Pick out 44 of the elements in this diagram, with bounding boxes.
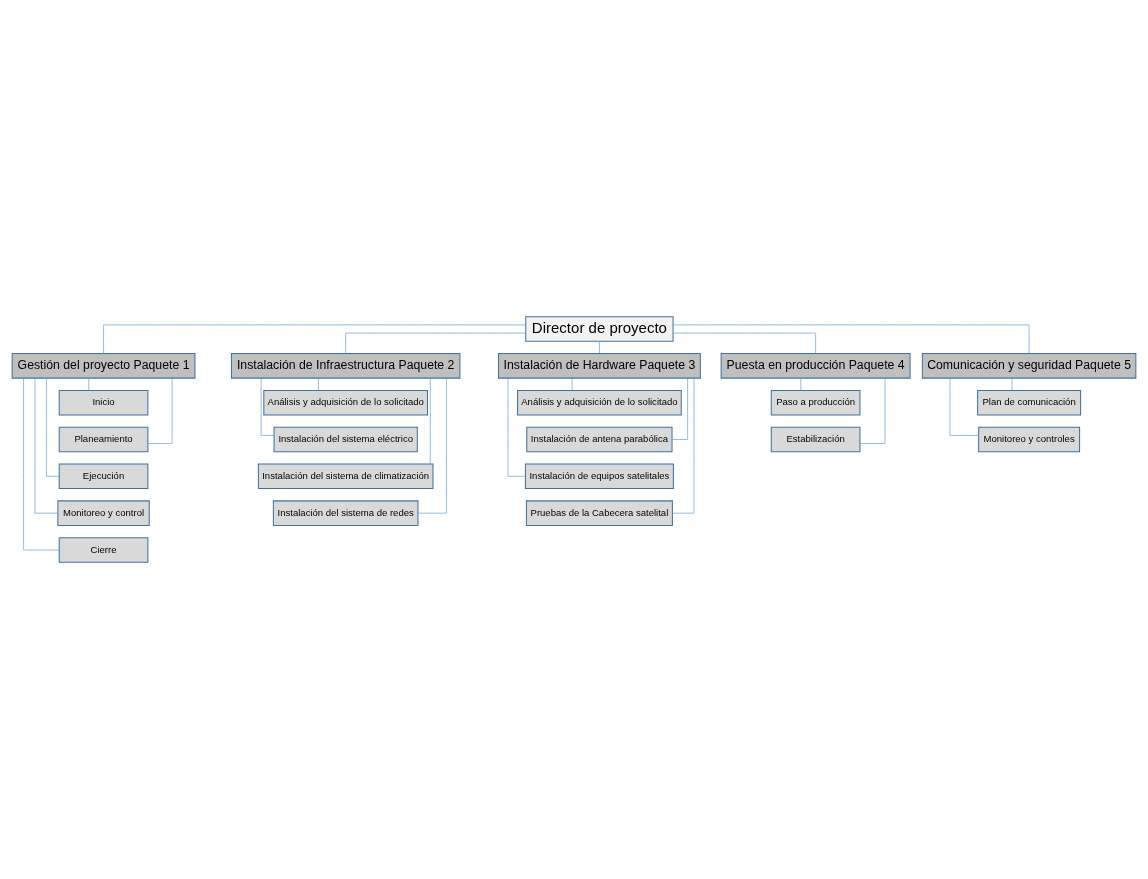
connector [571,377,573,391]
connector [672,324,1030,354]
connector [88,377,90,391]
node-box: Instalación de Infraestructura Paquete 2 [230,353,461,379]
node-box: Análisis y adquisición de lo solicitado [263,389,429,416]
node-box: Comunicación y seguridad Paquete 5 [921,353,1137,379]
connector [859,377,886,444]
connector [318,377,319,391]
connector [1011,377,1013,391]
node-box: Estabilización [770,426,861,453]
node-box: Cierre [58,537,149,563]
node-box: Paso a producción [770,389,861,416]
node-box: Instalación de Hardware Paquete 3 [497,353,701,379]
connector [800,377,802,391]
connector [671,378,688,440]
node-box: Instalación del sistema de climatización [257,463,434,490]
connector [103,324,527,354]
node-box: Monitoreo y controles [978,426,1081,453]
connector [46,377,60,477]
node-box: Director de proyecto [525,316,674,342]
node-box: Instalación de antena parabólica [526,426,673,453]
node-box: Puesta en producción Paquete 4 [720,353,911,379]
node-box: Planeamiento [58,426,149,453]
connector [147,377,173,444]
connector [599,341,600,354]
connector [429,377,431,465]
node-box: Instalación del sistema eléctrico [273,426,418,453]
connector [672,332,816,354]
connector [417,377,447,514]
node-box: Instalación de equipos satelitales [524,463,674,490]
node-box: Instalación del sistema de redes [272,500,419,526]
node-box: Análisis y adquisición de lo solicitado [517,389,682,416]
node-box: Ejecución [58,463,149,490]
connector [949,377,979,436]
connector [507,377,526,477]
node-box: Inicio [58,389,149,416]
connector [672,377,695,514]
connector [34,377,59,514]
node-box: Monitoreo y control [57,500,150,526]
connector [23,377,60,551]
node-box: Plan de comunicación [977,389,1082,416]
node-box: Pruebas de la Cabecera satelital [525,500,673,526]
connector [345,332,526,354]
node-box: Gestión del proyecto Paquete 1 [11,353,196,379]
